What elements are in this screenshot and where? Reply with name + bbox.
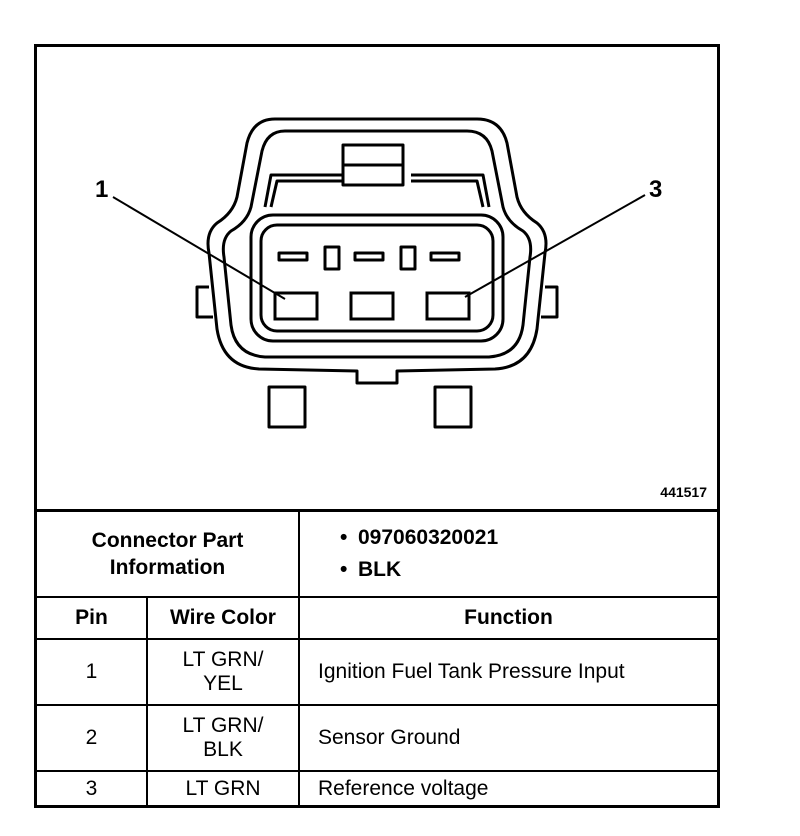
wire-color-line2: BLK bbox=[203, 737, 243, 761]
connector-drawing bbox=[112, 117, 646, 429]
bottom-leg-left bbox=[267, 385, 307, 429]
terminal-face bbox=[249, 213, 505, 343]
bottom-leg-right bbox=[433, 385, 473, 429]
wire-color-cell: LT GRN bbox=[146, 769, 300, 807]
part-number: 097060320021 bbox=[358, 525, 499, 549]
pin-cell: 1 bbox=[37, 637, 148, 706]
terminal-face-inner bbox=[259, 223, 495, 333]
connector-part-label-line1: Connector Part bbox=[91, 528, 244, 552]
header-pin: Pin bbox=[37, 595, 148, 640]
pin-3-callout: 3 bbox=[649, 176, 663, 203]
latch-rail-right bbox=[411, 173, 491, 208]
pin-cavity-2 bbox=[349, 291, 395, 321]
leader-line-3 bbox=[464, 194, 646, 298]
connector-table: Connector Part Information •097060320021… bbox=[37, 509, 717, 807]
wire-color-line1: LT GRN/ bbox=[182, 713, 264, 737]
wire-color-line1: LT GRN/ bbox=[182, 647, 264, 671]
connector-part-values: •097060320021 •BLK bbox=[298, 509, 717, 598]
connector-part-label-line2: Information bbox=[109, 555, 226, 579]
side-ear-left bbox=[195, 285, 213, 319]
connector-part-row: Connector Part Information •097060320021… bbox=[37, 509, 717, 598]
table-row: 1 LT GRN/ YEL Ignition Fuel Tank Pressur… bbox=[37, 637, 717, 706]
connector-diagram: 1 3 441517 bbox=[37, 47, 717, 509]
connector-part-label: Connector Part Information bbox=[37, 509, 300, 598]
function-cell: Ignition Fuel Tank Pressure Input bbox=[298, 637, 717, 706]
wire-color-cell: LT GRN/ BLK bbox=[146, 703, 300, 772]
wire-color-line1: LT GRN bbox=[185, 777, 261, 800]
pin-1-callout: 1 bbox=[95, 176, 109, 203]
function-cell: Sensor Ground bbox=[298, 703, 717, 772]
table-row: 3 LT GRN Reference voltage bbox=[37, 769, 717, 807]
pin-cavity-1 bbox=[273, 291, 319, 321]
latch-rail-left bbox=[263, 173, 343, 208]
wire-color-line2: YEL bbox=[203, 671, 243, 695]
header-wire-color: Wire Color bbox=[146, 595, 300, 640]
wire-color-cell: LT GRN/ YEL bbox=[146, 637, 300, 706]
connector-frame: 1 3 441517 Connector Part Information •0… bbox=[34, 44, 720, 808]
figure-number: 441517 bbox=[660, 484, 707, 500]
header-function: Function bbox=[298, 595, 717, 640]
connector-inner-housing bbox=[221, 129, 533, 359]
pin-cavity-3 bbox=[425, 291, 471, 321]
connector-color: BLK bbox=[358, 557, 402, 581]
table-header-row: Pin Wire Color Function bbox=[37, 595, 717, 640]
leader-line-1 bbox=[112, 196, 286, 300]
connector-outer-housing bbox=[206, 117, 548, 385]
pin-cell: 2 bbox=[37, 703, 148, 772]
table-row: 2 LT GRN/ BLK Sensor Ground bbox=[37, 703, 717, 772]
side-ear-right bbox=[541, 285, 559, 319]
function-cell: Reference voltage bbox=[298, 769, 717, 807]
pin-cell: 3 bbox=[37, 769, 148, 807]
